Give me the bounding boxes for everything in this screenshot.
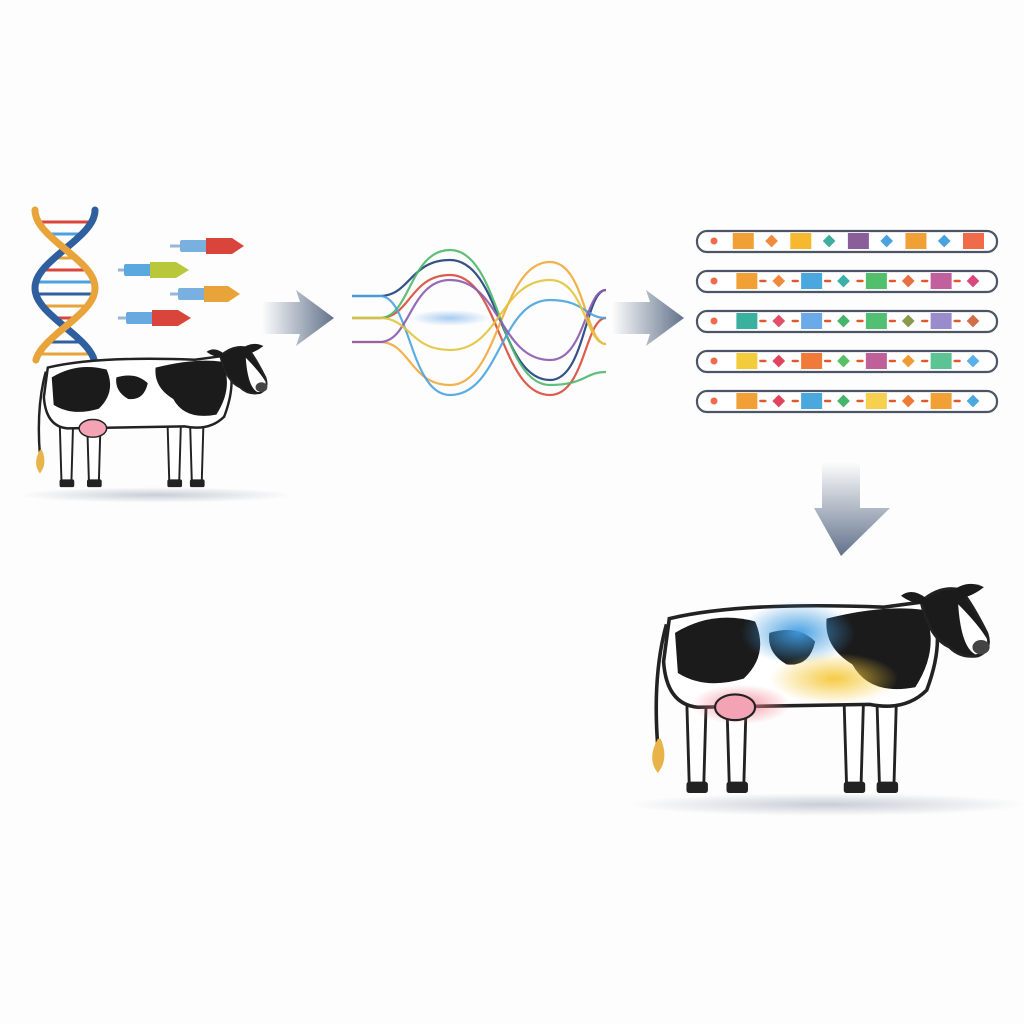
cow-tail-tuft [652, 738, 665, 774]
marker-block [963, 233, 984, 249]
cow-hoof [59, 479, 75, 488]
flow-glow [410, 310, 490, 326]
marker-dot [710, 357, 718, 365]
marker-arrow-icon [118, 262, 189, 278]
cow-spot [155, 360, 227, 416]
marker-block [865, 353, 887, 369]
cow-hoof [876, 781, 899, 794]
marker-dot [710, 277, 718, 285]
marker-block [801, 273, 823, 289]
marker-dot [710, 237, 718, 245]
cow-figure [18, 343, 293, 503]
marker-block [790, 233, 812, 249]
marker-block [736, 353, 758, 369]
marker-block [930, 393, 952, 409]
cow-ear [900, 592, 927, 605]
marker-block [865, 273, 887, 289]
marker-arrow-icon [170, 238, 244, 254]
arrow-right-icon [612, 290, 684, 346]
flow-line [352, 260, 607, 387]
cow-tail-tuft [36, 449, 45, 474]
marker-block [801, 353, 823, 369]
cow-hoof [843, 781, 866, 794]
marker-dot [710, 397, 718, 405]
cow-tail [37, 371, 48, 456]
arrow-right-icon [262, 290, 334, 346]
cow-hoof [686, 781, 708, 794]
marker-block [732, 233, 754, 249]
cow-udder [713, 693, 757, 722]
flow-line [352, 278, 607, 352]
flow-line [352, 278, 607, 362]
dna-strand [31, 206, 99, 364]
cow-spot [675, 617, 761, 684]
marker-block [865, 313, 887, 329]
marker-arrow-icon [118, 310, 191, 326]
dna-helix-icon [31, 206, 99, 364]
cow-muzzle [255, 382, 268, 393]
marker-track [695, 309, 999, 334]
marker-block [930, 353, 952, 369]
marker-block [736, 393, 758, 409]
marker-dot [710, 317, 718, 325]
cow-spot [51, 366, 111, 412]
arrow-down-icon [814, 462, 890, 556]
cow-hoof [726, 781, 748, 794]
cow-hoof [87, 479, 102, 488]
cow-ear [239, 343, 264, 354]
trait-highlight-blue [740, 601, 856, 665]
marker-track [695, 269, 999, 294]
genotype-arrows-icon [118, 238, 244, 326]
marker-arrow-icon [170, 286, 240, 302]
marker-track [695, 389, 999, 414]
cow-hoof [189, 479, 205, 488]
cow-ear [949, 583, 984, 599]
cow-spot [116, 375, 148, 400]
marker-track [695, 349, 999, 374]
cow-figure [626, 583, 1024, 816]
dna-strand [31, 206, 99, 364]
flow-line [352, 294, 607, 397]
marker-block [930, 273, 952, 289]
flow-line [352, 273, 607, 397]
ground-shadow [626, 793, 1024, 816]
marker-tracks [695, 229, 999, 414]
marker-block [930, 313, 952, 329]
marker-block [905, 233, 927, 249]
cow-ear [206, 349, 225, 358]
ground-shadow [18, 487, 293, 503]
marker-block [736, 273, 758, 289]
improved-cow-icon [626, 583, 1024, 816]
marker-block [865, 393, 887, 409]
cow-muzzle [972, 640, 990, 655]
marker-track [695, 229, 999, 254]
data-integration-lines-icon [352, 248, 607, 397]
marker-block [847, 233, 869, 249]
cow-udder [78, 418, 108, 438]
flow-line [352, 248, 607, 387]
cow-hoof [167, 479, 183, 488]
marker-block [736, 313, 758, 329]
source-cow-icon [18, 343, 293, 503]
marker-block [801, 313, 823, 329]
marker-block [801, 393, 823, 409]
cow-tail [654, 623, 669, 748]
trait-highlight-yellow [769, 652, 899, 705]
